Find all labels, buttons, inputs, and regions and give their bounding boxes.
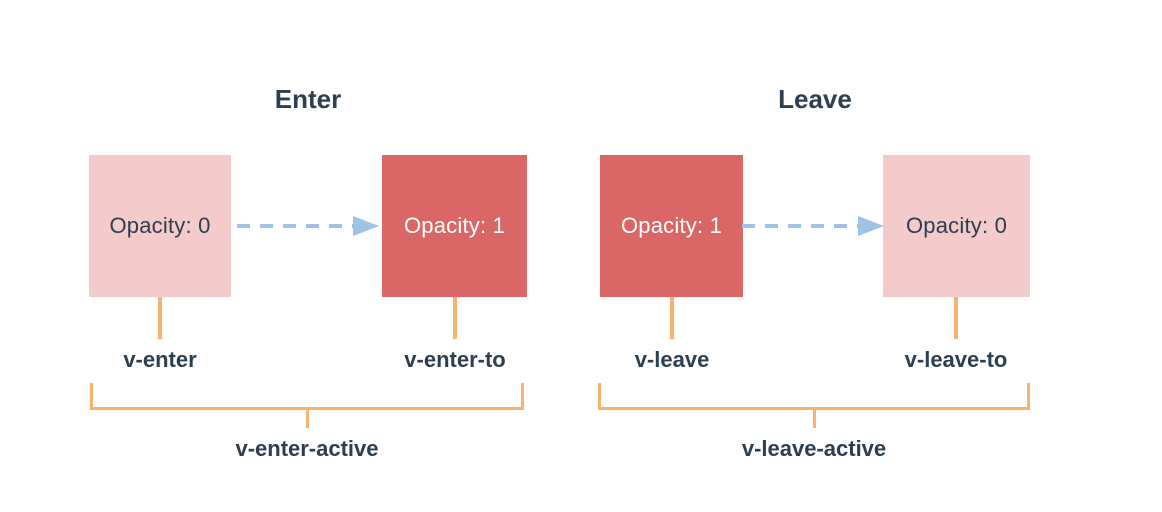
enter-section-title: Enter (274, 84, 342, 114)
enter-to-connector-line (453, 297, 457, 339)
enter-active-class-label: v-enter-active (235, 436, 379, 461)
enter-active-bracket (90, 383, 524, 410)
leave-from-box-label: Opacity: 1 (620, 213, 723, 238)
leave-from-class-label: v-leave (634, 347, 710, 372)
leave-dashed-arrow-icon (742, 216, 884, 236)
enter-active-bracket-tick (306, 409, 309, 428)
leave-from-connector-line (670, 297, 674, 339)
enter-from-connector-line (158, 297, 162, 339)
enter-to-box: Opacity: 1 (382, 155, 527, 297)
leave-to-box: Opacity: 0 (883, 155, 1030, 297)
leave-to-connector-line (954, 297, 958, 339)
enter-from-box-label: Opacity: 0 (109, 213, 211, 238)
leave-active-bracket (598, 383, 1030, 410)
leave-to-box-label: Opacity: 0 (905, 213, 1008, 238)
leave-active-class-label: v-leave-active (741, 436, 887, 461)
leave-section-title: Leave (778, 84, 852, 114)
enter-from-box: Opacity: 0 (89, 155, 231, 297)
leave-to-class-label: v-leave-to (904, 347, 1008, 372)
enter-to-box-label: Opacity: 1 (403, 213, 506, 238)
enter-from-class-label: v-enter (123, 347, 197, 372)
enter-to-class-label: v-enter-to (404, 347, 506, 372)
leave-active-bracket-tick (813, 409, 816, 428)
leave-from-box: Opacity: 1 (600, 155, 743, 297)
enter-dashed-arrow-icon (237, 216, 379, 236)
